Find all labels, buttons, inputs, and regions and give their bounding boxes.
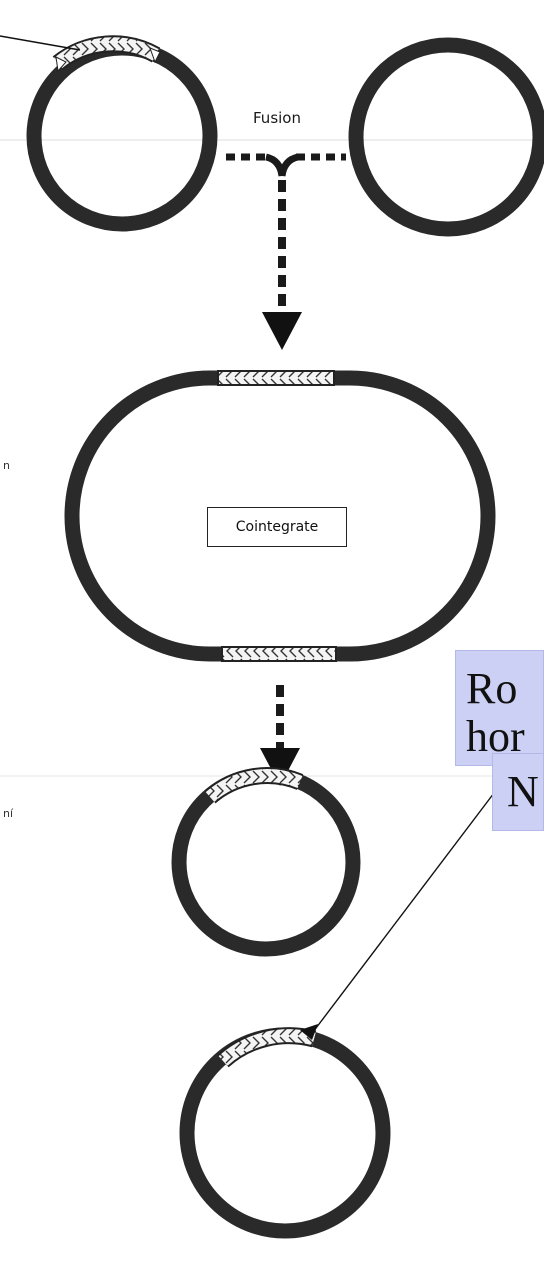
product-plasmid-circle-1 (179, 775, 353, 949)
cointegrate-transposon-bottom (223, 648, 335, 660)
fusion-label: Fusion (232, 109, 322, 127)
product-plasmid-circle-2 (187, 1035, 383, 1231)
fusion-down-arrowhead (262, 312, 302, 350)
cointegrate-transposon-top (219, 372, 333, 384)
margin-text-fragment: ní (3, 807, 13, 820)
pointer-line-top (0, 36, 80, 50)
recipient-plasmid-circle (356, 45, 540, 229)
fusion-connector-curve (282, 157, 298, 176)
callout-box-n: N (492, 753, 544, 831)
cointegrate-label: Cointegrate (236, 519, 319, 535)
margin-text-fragment: n (3, 459, 10, 472)
callout-box-ro: Ro hor (455, 650, 544, 766)
donor-plasmid-circle (34, 48, 210, 224)
cointegrate-label-box: Cointegrate (207, 507, 347, 547)
